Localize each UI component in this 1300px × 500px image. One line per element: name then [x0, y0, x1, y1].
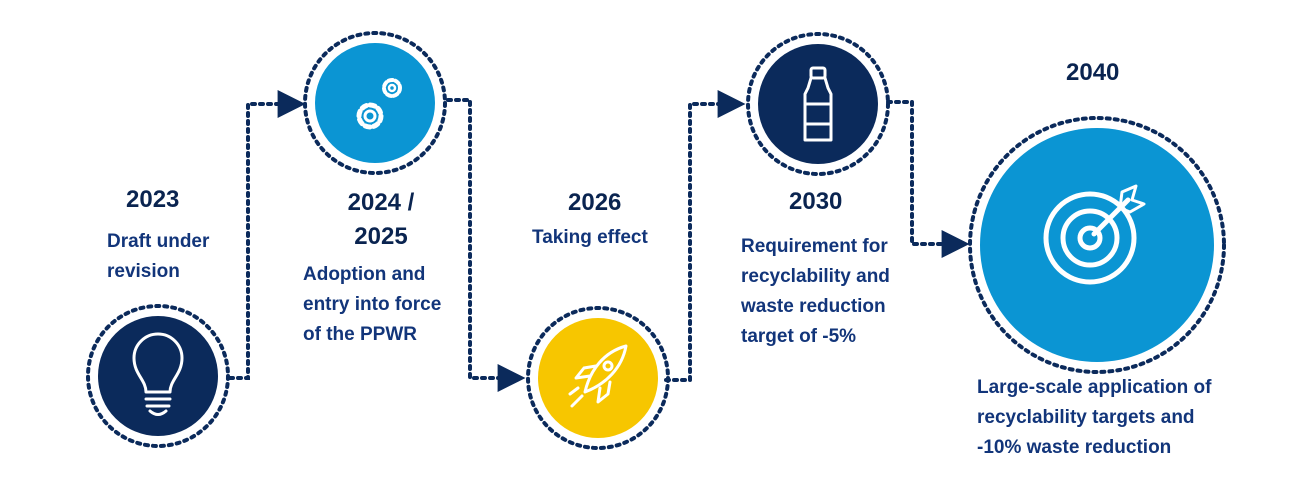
description-line: Draft under [107, 231, 210, 252]
milestone-description-2040: Large-scale application of recyclability… [977, 373, 1211, 463]
description-line: Adoption and [303, 264, 426, 285]
lightbulb-icon [132, 332, 184, 416]
milestone-year-2024: 2024 / 2025 [336, 186, 426, 254]
description-line: Requirement for [741, 236, 888, 257]
description-line: recyclability and [741, 266, 890, 287]
description-line: recyclability targets and [977, 407, 1195, 428]
milestone-description-2024: Adoption and entry into force of the PPW… [303, 260, 441, 350]
year-line: 2025 [354, 223, 408, 250]
gears-icon [356, 78, 402, 130]
description-line: -10% waste reduction [977, 437, 1172, 458]
description-line: of the PPWR [303, 324, 417, 345]
bottle-icon [803, 66, 833, 142]
connector-2030-2040 [886, 100, 970, 258]
description-line: Taking effect [532, 227, 648, 248]
milestone-description-2030: Requirement for recyclability and waste … [741, 232, 890, 352]
milestone-year-2040: 2040 [1066, 59, 1120, 86]
description-line: target of -5% [741, 326, 857, 347]
milestone-circle-2024 [303, 31, 447, 175]
milestone-circle-2030 [746, 32, 890, 176]
connector-2026-2030 [664, 90, 746, 382]
milestone-circle-2040 [968, 116, 1226, 374]
description-line: entry into force [303, 294, 442, 315]
milestone-year-2026: 2026 [568, 189, 622, 216]
description-line: waste reduction [741, 296, 886, 317]
milestone-year-2023: 2023 [126, 186, 180, 213]
milestone-year-2030: 2030 [789, 188, 843, 215]
year-line: 2024 / [347, 189, 415, 216]
milestone-description-2023: Draft under revision [107, 227, 209, 287]
milestone-circle-2023 [86, 304, 230, 448]
description-line: revision [107, 261, 180, 282]
milestone-circle-2026 [526, 306, 670, 450]
rocket-icon [568, 344, 628, 408]
target-icon [1043, 184, 1146, 285]
description-line: Large-scale application of [977, 377, 1212, 398]
connector-2024-2026 [446, 98, 526, 392]
connector-2023-2024 [228, 90, 306, 380]
milestone-description-2026: Taking effect [532, 223, 648, 253]
